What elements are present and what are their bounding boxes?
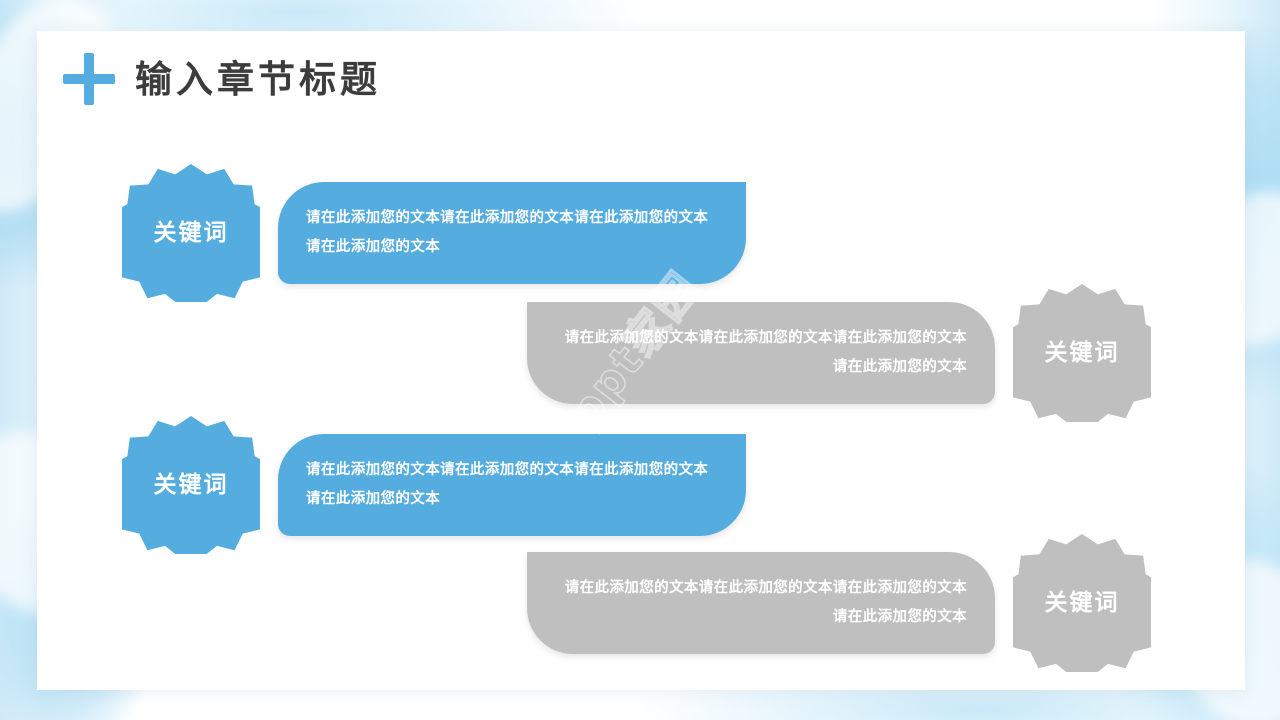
text-panel[interactable]: 请在此添加您的文本请在此添加您的文本请在此添加您的文本请在此添加您的文本: [278, 434, 746, 536]
keyword-badge-label: 关键词: [153, 219, 229, 246]
keyword-badge-label: 关键词: [153, 471, 229, 498]
content-row: 请在此添加您的文本请在此添加您的文本请在此添加您的文本请在此添加您的文本 关键词: [527, 534, 1151, 672]
content-row: 关键词 请在此添加您的文本请在此添加您的文本请在此添加您的文本请在此添加您的文本: [122, 416, 746, 554]
content-row: 关键词 请在此添加您的文本请在此添加您的文本请在此添加您的文本请在此添加您的文本: [122, 164, 746, 302]
page-title: 输入章节标题: [135, 57, 381, 101]
keyword-badge[interactable]: 关键词: [1013, 534, 1151, 672]
panel-body-text: 请在此添加您的文本请在此添加您的文本请在此添加您的文本请在此添加您的文本: [564, 330, 967, 375]
text-panel[interactable]: 请在此添加您的文本请在此添加您的文本请在此添加您的文本请在此添加您的文本: [527, 552, 995, 654]
content-row: 请在此添加您的文本请在此添加您的文本请在此添加您的文本请在此添加您的文本 关键词: [527, 284, 1151, 422]
content-rows: 关键词 请在此添加您的文本请在此添加您的文本请在此添加您的文本请在此添加您的文本…: [37, 31, 1245, 690]
panel-body-text: 请在此添加您的文本请在此添加您的文本请在此添加您的文本请在此添加您的文本: [306, 210, 709, 255]
plus-icon: [63, 53, 115, 105]
slide-content-card: 输入章节标题 关键词 请在此添加您的文本请在此添加您的文本请在此添加您的文本请在…: [37, 31, 1245, 690]
slide-header: 输入章节标题: [63, 53, 381, 105]
keyword-badge-label: 关键词: [1044, 339, 1120, 366]
keyword-badge-label: 关键词: [1044, 589, 1120, 616]
panel-body-text: 请在此添加您的文本请在此添加您的文本请在此添加您的文本请在此添加您的文本: [306, 462, 709, 507]
keyword-badge[interactable]: 关键词: [122, 416, 260, 554]
text-panel[interactable]: 请在此添加您的文本请在此添加您的文本请在此添加您的文本请在此添加您的文本: [527, 302, 995, 404]
text-panel[interactable]: 请在此添加您的文本请在此添加您的文本请在此添加您的文本请在此添加您的文本: [278, 182, 746, 284]
keyword-badge[interactable]: 关键词: [1013, 284, 1151, 422]
panel-body-text: 请在此添加您的文本请在此添加您的文本请在此添加您的文本请在此添加您的文本: [564, 580, 967, 625]
keyword-badge[interactable]: 关键词: [122, 164, 260, 302]
